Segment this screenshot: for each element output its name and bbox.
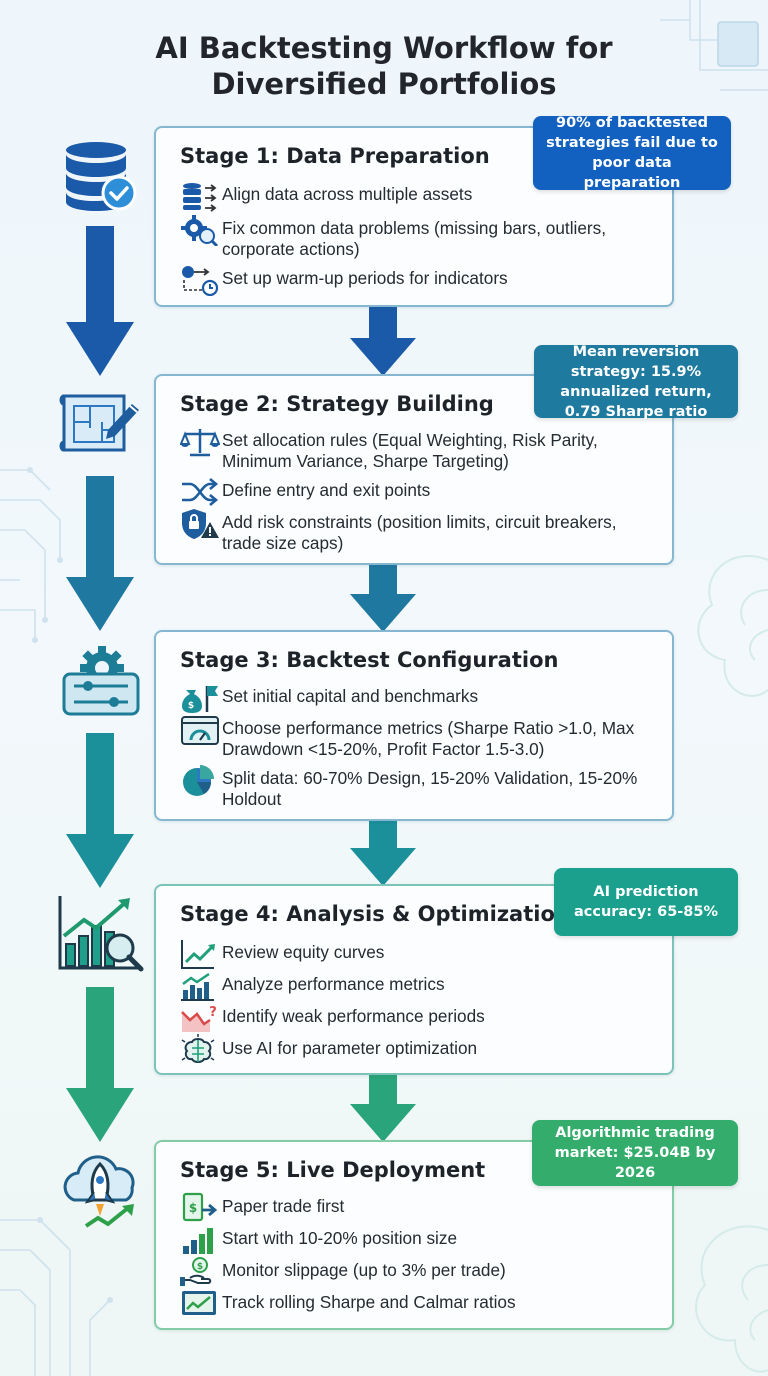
left-arrow-3 [66,733,134,888]
stage-1-item: Set up warm-up periods for indicators [180,266,660,298]
stage-1-item-text: Set up warm-up periods for indicators [222,268,508,288]
cloud-rocket-icon [63,1155,135,1228]
left-arrow-1 [66,226,134,376]
stage-2-title: Stage 2: Strategy Building [180,392,494,416]
svg-text:$: $ [188,701,194,711]
stage-2-item: Add risk constraints (position limits, c… [180,509,660,554]
callout-mean-reversion: Mean reversion strategy: 15.9% annualize… [534,344,738,420]
blueprint-pencil-icon [59,394,139,452]
stage-3-item: Split data: 60-70% Design, 15-20% Valida… [180,765,660,810]
pie-chart-icon [180,764,222,798]
monitor-chart-icon [180,1288,222,1322]
position-bars-icon [180,1224,222,1258]
stage-5-item: Track rolling Sharpe and Calmar ratios [180,1291,660,1322]
connector-arrow-1 [350,306,416,376]
stage-4-title: Stage 4: Analysis & Optimization [180,902,570,926]
stage-5-item: $ Monitor slippage (up to 3% per trade) [180,1257,660,1290]
stage-1-item-text: Fix common data problems (missing bars, … [222,218,606,259]
stage-2-item: Set allocation rules (Equal Weighting, R… [180,429,660,472]
connector-arrow-4 [350,1074,416,1142]
page-title: AI Backtesting Workflow for Diversified … [155,31,613,101]
stage-4-item-text: Use AI for parameter optimization [222,1038,478,1058]
chart-magnifier-icon [58,896,144,972]
database-check-icon [66,142,137,211]
callout-ai-accuracy: AI prediction accuracy: 65-85% [554,868,738,936]
stage-5-title: Stage 5: Live Deployment [180,1158,486,1182]
stage-2-item: Define entry and exit points [180,478,660,510]
stage-1-card: Stage 1: Data Preparation Align data acr… [154,126,674,307]
svg-text:?: ? [209,1005,217,1020]
stage-5-item-text: Track rolling Sharpe and Calmar ratios [222,1292,516,1312]
dashboard-gauge-icon [180,714,222,748]
stage-4-item: Review equity curves [180,940,660,972]
stage-5-item-text: Paper trade first [222,1196,345,1216]
svg-text:$: $ [189,1201,197,1215]
stage-1-title: Stage 1: Data Preparation [180,144,490,168]
callout-market-size: Algorithmic trading market: $25.04B by 2… [532,1120,738,1186]
hand-coin-icon: $ [180,1256,222,1290]
stage-4-item-text: Analyze performance metrics [222,974,445,994]
gear-sliders-icon [62,646,140,716]
gear-wrench-icon [180,214,222,248]
stage-4-item-text: Identify weak performance periods [222,1006,485,1026]
stage-4-item: Use AI for parameter optimization [180,1034,660,1068]
left-arrow-2 [66,476,134,631]
balance-scale-icon [180,426,222,460]
stage-3-item-text: Split data: 60-70% Design, 15-20% Valida… [222,768,638,809]
callout-data-failure: 90% of backtested strategies fail due to… [533,115,731,191]
align-data-icon [180,180,222,214]
weak-period-icon: ? [180,1002,222,1036]
ai-brain-icon [180,1034,222,1068]
stage-3-item: Choose performance metrics (Sharpe Ratio… [180,716,660,760]
stage-2-item-text: Define entry and exit points [222,480,431,500]
stage-5-item: Start with 10-20% position size [180,1228,660,1258]
shield-warning-icon [180,508,222,542]
stage-1-item: Fix common data problems (missing bars, … [180,215,660,260]
left-arrow-4 [66,987,134,1142]
stage-5-card: Stage 5: Live Deployment $ Paper trade f… [154,1140,674,1330]
stage-5-item: $ Paper trade first [180,1192,660,1226]
svg-text:$: $ [197,1262,203,1272]
stage-3-card: Stage 3: Backtest Configuration $ Set in… [154,630,674,821]
stage-3-item: $ Set initial capital and benchmarks [180,686,660,716]
timeline-clock-icon [180,264,222,298]
connector-arrow-2 [350,564,416,632]
stage-4-item: ? Identify weak performance periods [180,1005,660,1036]
stage-3-title: Stage 3: Backtest Configuration [180,648,559,672]
stage-3-item-text: Choose performance metrics (Sharpe Ratio… [222,718,635,759]
stage-4-item: Analyze performance metrics [180,972,660,1004]
stage-2-item-text: Set allocation rules (Equal Weighting, R… [222,430,598,471]
connector-arrow-3 [350,820,416,886]
stage-2-item-text: Add risk constraints (position limits, c… [222,512,617,553]
stage-1-item: Align data across multiple assets [180,183,660,214]
bar-trend-icon [180,970,222,1004]
trend-line-icon [180,938,222,972]
stage-4-item-text: Review equity curves [222,942,385,962]
stage-3-item-text: Set initial capital and benchmarks [222,686,479,706]
shuffle-icon [180,476,222,510]
paper-trade-icon: $ [180,1192,222,1226]
stage-5-item-text: Monitor slippage (up to 3% per trade) [222,1260,506,1280]
moneybag-flag-icon: $ [180,682,222,716]
stage-5-item-text: Start with 10-20% position size [222,1228,458,1248]
stage-1-item-text: Align data across multiple assets [222,184,473,204]
